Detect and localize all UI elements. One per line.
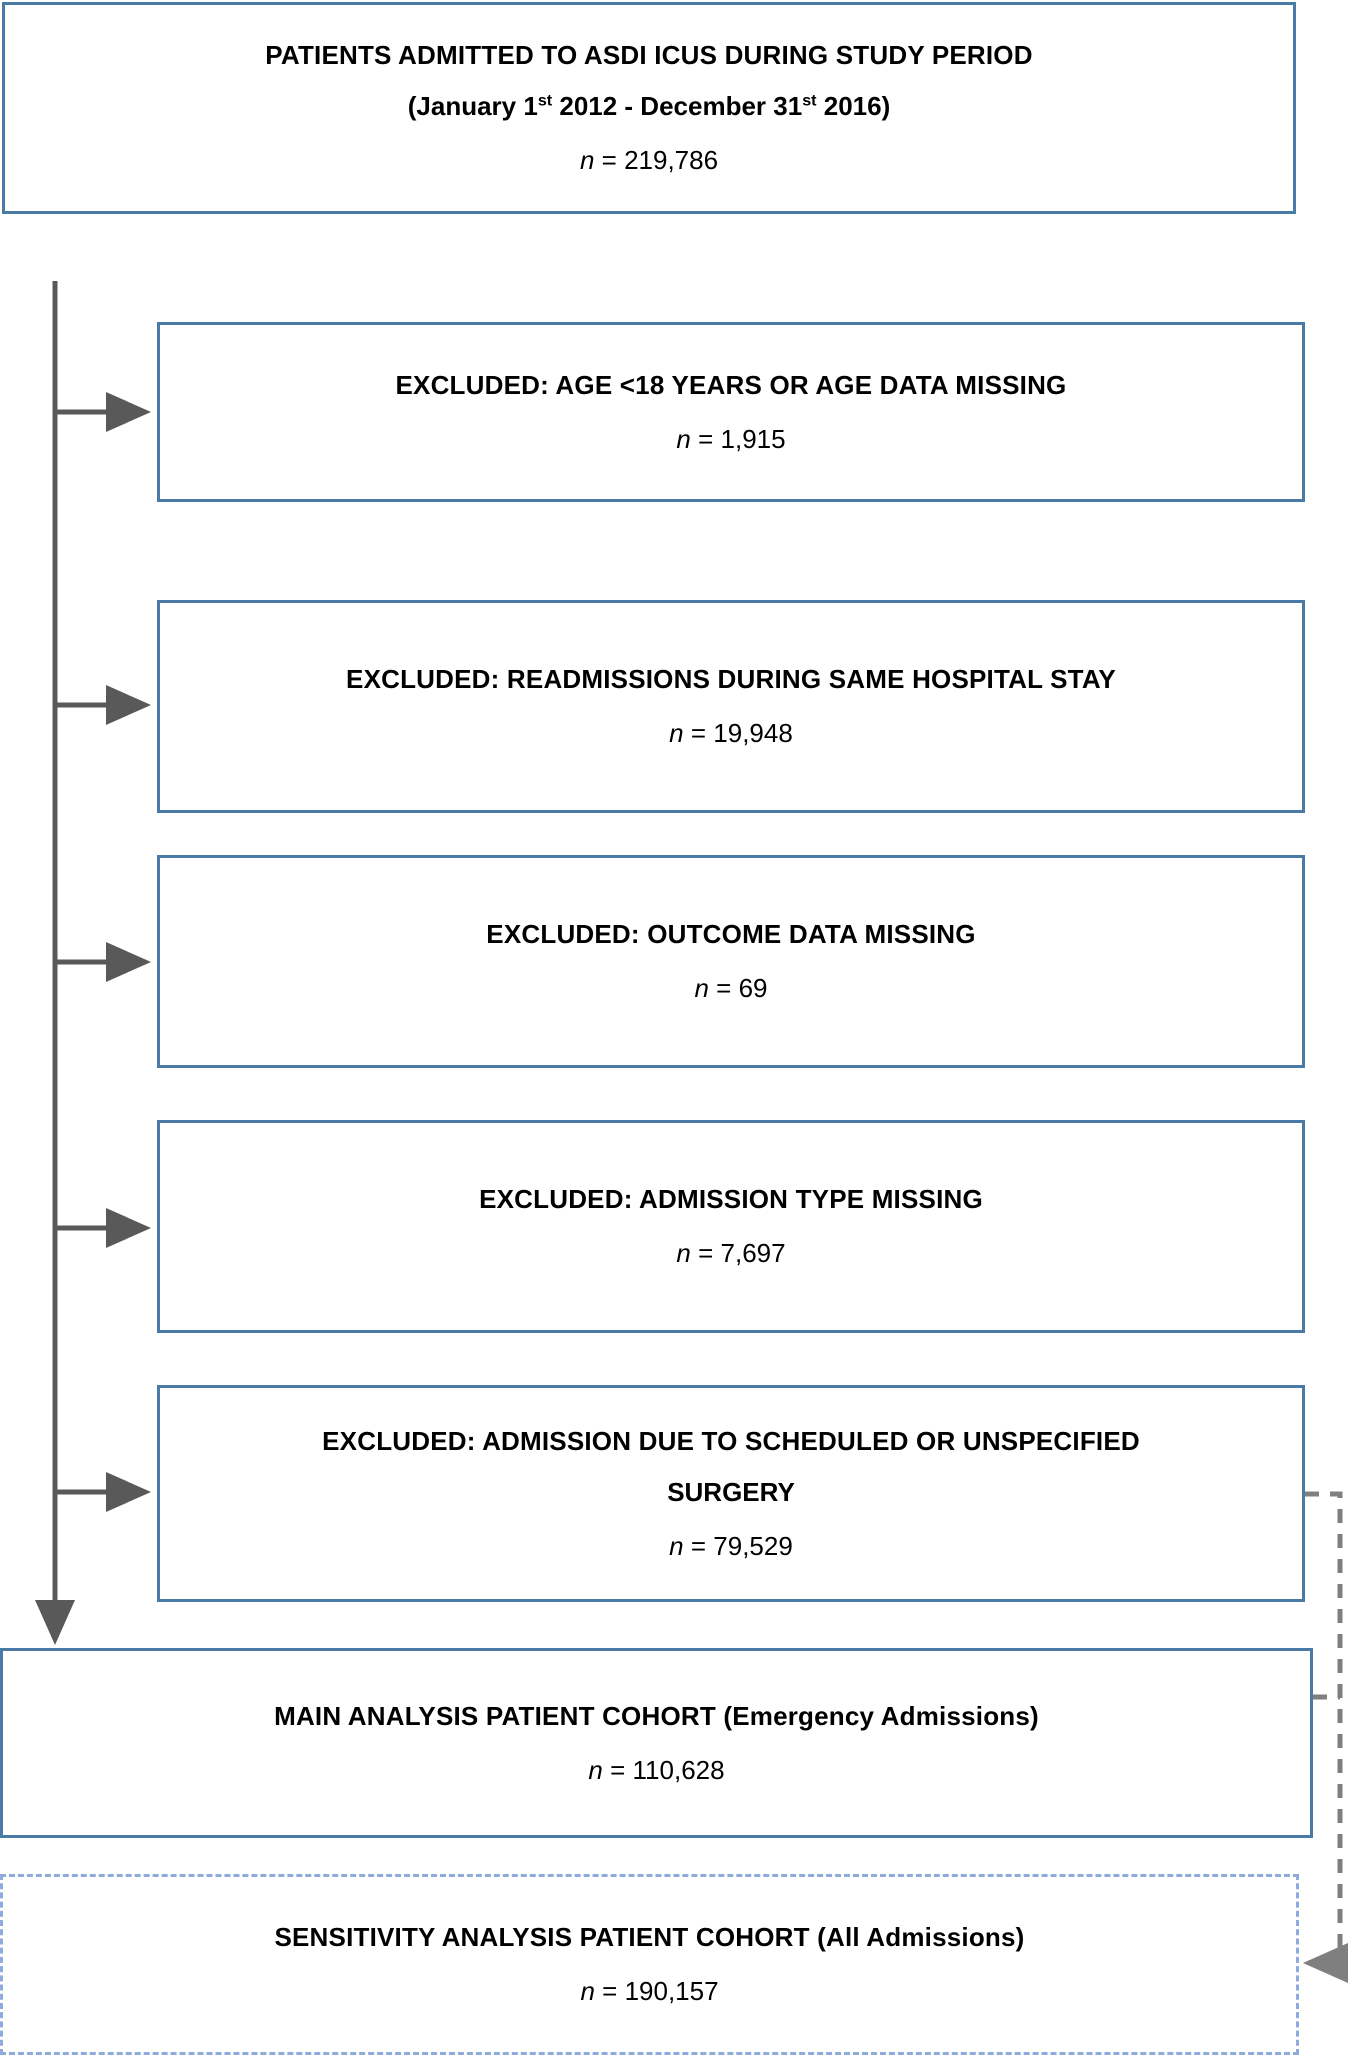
box-excluded-scheduled-surgery: EXCLUDED: ADMISSION DUE TO SCHEDULED OR … bbox=[157, 1385, 1305, 1602]
box-main-analysis-cohort: MAIN ANALYSIS PATIENT COHORT (Emergency … bbox=[0, 1648, 1313, 1838]
total-admissions-title: PATIENTS ADMITTED TO ASDI ICUS DURING ST… bbox=[265, 40, 1033, 70]
period-sup-1: st bbox=[537, 91, 553, 110]
n-symbol: n bbox=[676, 423, 691, 454]
n-value: 79,529 bbox=[713, 1530, 793, 1561]
n-value: 1,915 bbox=[720, 423, 786, 454]
main-analysis-cohort-label: MAIN ANALYSIS PATIENT COHORT (Emergency … bbox=[274, 1700, 1039, 1731]
period-suffix: 2016) bbox=[816, 91, 891, 122]
n-equals: = bbox=[602, 1754, 633, 1785]
n-symbol: n bbox=[669, 1530, 684, 1561]
n-value: 7,697 bbox=[720, 1238, 786, 1269]
sensitivity-analysis-cohort-label: SENSITIVITY ANALYSIS PATIENT COHORT (All… bbox=[274, 1922, 1025, 1953]
n-equals: = bbox=[708, 973, 739, 1004]
excluded-scheduled-surgery-label: EXCLUDED: ADMISSION DUE TO SCHEDULED OR … bbox=[322, 1425, 1140, 1456]
n-value: 219,786 bbox=[624, 145, 719, 176]
period-mid: 2012 - December 31 bbox=[552, 91, 803, 122]
period-sup-2: st bbox=[802, 91, 817, 110]
n-symbol: n bbox=[669, 718, 684, 749]
n-equals: = bbox=[683, 718, 714, 749]
box-sensitivity-analysis-cohort: SENSITIVITY ANALYSIS PATIENT COHORT (All… bbox=[0, 1874, 1299, 2055]
excluded-readmissions-count: n = 19,948 bbox=[669, 717, 793, 751]
n-equals: = bbox=[690, 1238, 721, 1269]
total-admissions-count: n = 219,786 bbox=[580, 144, 718, 178]
excluded-age-count: n = 1,915 bbox=[676, 423, 785, 457]
total-admissions-period: (January 1st 2012 - December 31st 2016) bbox=[394, 89, 905, 124]
n-equals: = bbox=[683, 1530, 714, 1561]
box-excluded-outcome-data: EXCLUDED: OUTCOME DATA MISSING n = 69 bbox=[157, 855, 1305, 1068]
box-excluded-admission-type: EXCLUDED: ADMISSION TYPE MISSING n = 7,6… bbox=[157, 1120, 1305, 1333]
excluded-admission-type-label: EXCLUDED: ADMISSION TYPE MISSING bbox=[479, 1184, 983, 1215]
box-total-admissions: PATIENTS ADMITTED TO ASDI ICUS DURING ST… bbox=[2, 2, 1296, 214]
excluded-outcome-data-label: EXCLUDED: OUTCOME DATA MISSING bbox=[486, 919, 976, 950]
excluded-scheduled-surgery-label2: SURGERY bbox=[667, 1476, 795, 1507]
excluded-age-label: EXCLUDED: AGE <18 YEARS OR AGE DATA MISS… bbox=[395, 369, 1067, 400]
box-excluded-readmissions: EXCLUDED: READMISSIONS DURING SAME HOSPI… bbox=[157, 600, 1305, 813]
n-symbol: n bbox=[694, 973, 709, 1004]
excluded-admission-type-count: n = 7,697 bbox=[676, 1237, 785, 1271]
n-symbol: n bbox=[579, 145, 595, 176]
n-equals: = bbox=[690, 423, 721, 454]
excluded-scheduled-surgery-count: n = 79,529 bbox=[669, 1530, 793, 1564]
box-excluded-age: EXCLUDED: AGE <18 YEARS OR AGE DATA MISS… bbox=[157, 322, 1305, 502]
n-equals: = bbox=[594, 145, 625, 176]
n-value: 19,948 bbox=[713, 718, 793, 749]
period-prefix: (January 1 bbox=[407, 91, 538, 122]
main-analysis-cohort-count: n = 110,628 bbox=[588, 1754, 724, 1788]
sensitivity-analysis-cohort-count: n = 190,157 bbox=[580, 1975, 718, 2009]
n-equals: = bbox=[594, 1976, 625, 2007]
n-symbol: n bbox=[588, 1754, 603, 1785]
n-value: 69 bbox=[738, 973, 768, 1004]
n-value: 110,628 bbox=[632, 1754, 725, 1785]
n-symbol: n bbox=[676, 1238, 691, 1269]
n-symbol: n bbox=[580, 1976, 595, 2007]
n-value: 190,157 bbox=[624, 1976, 719, 2007]
excluded-outcome-data-count: n = 69 bbox=[694, 972, 767, 1006]
excluded-readmissions-label: EXCLUDED: READMISSIONS DURING SAME HOSPI… bbox=[346, 664, 1116, 695]
